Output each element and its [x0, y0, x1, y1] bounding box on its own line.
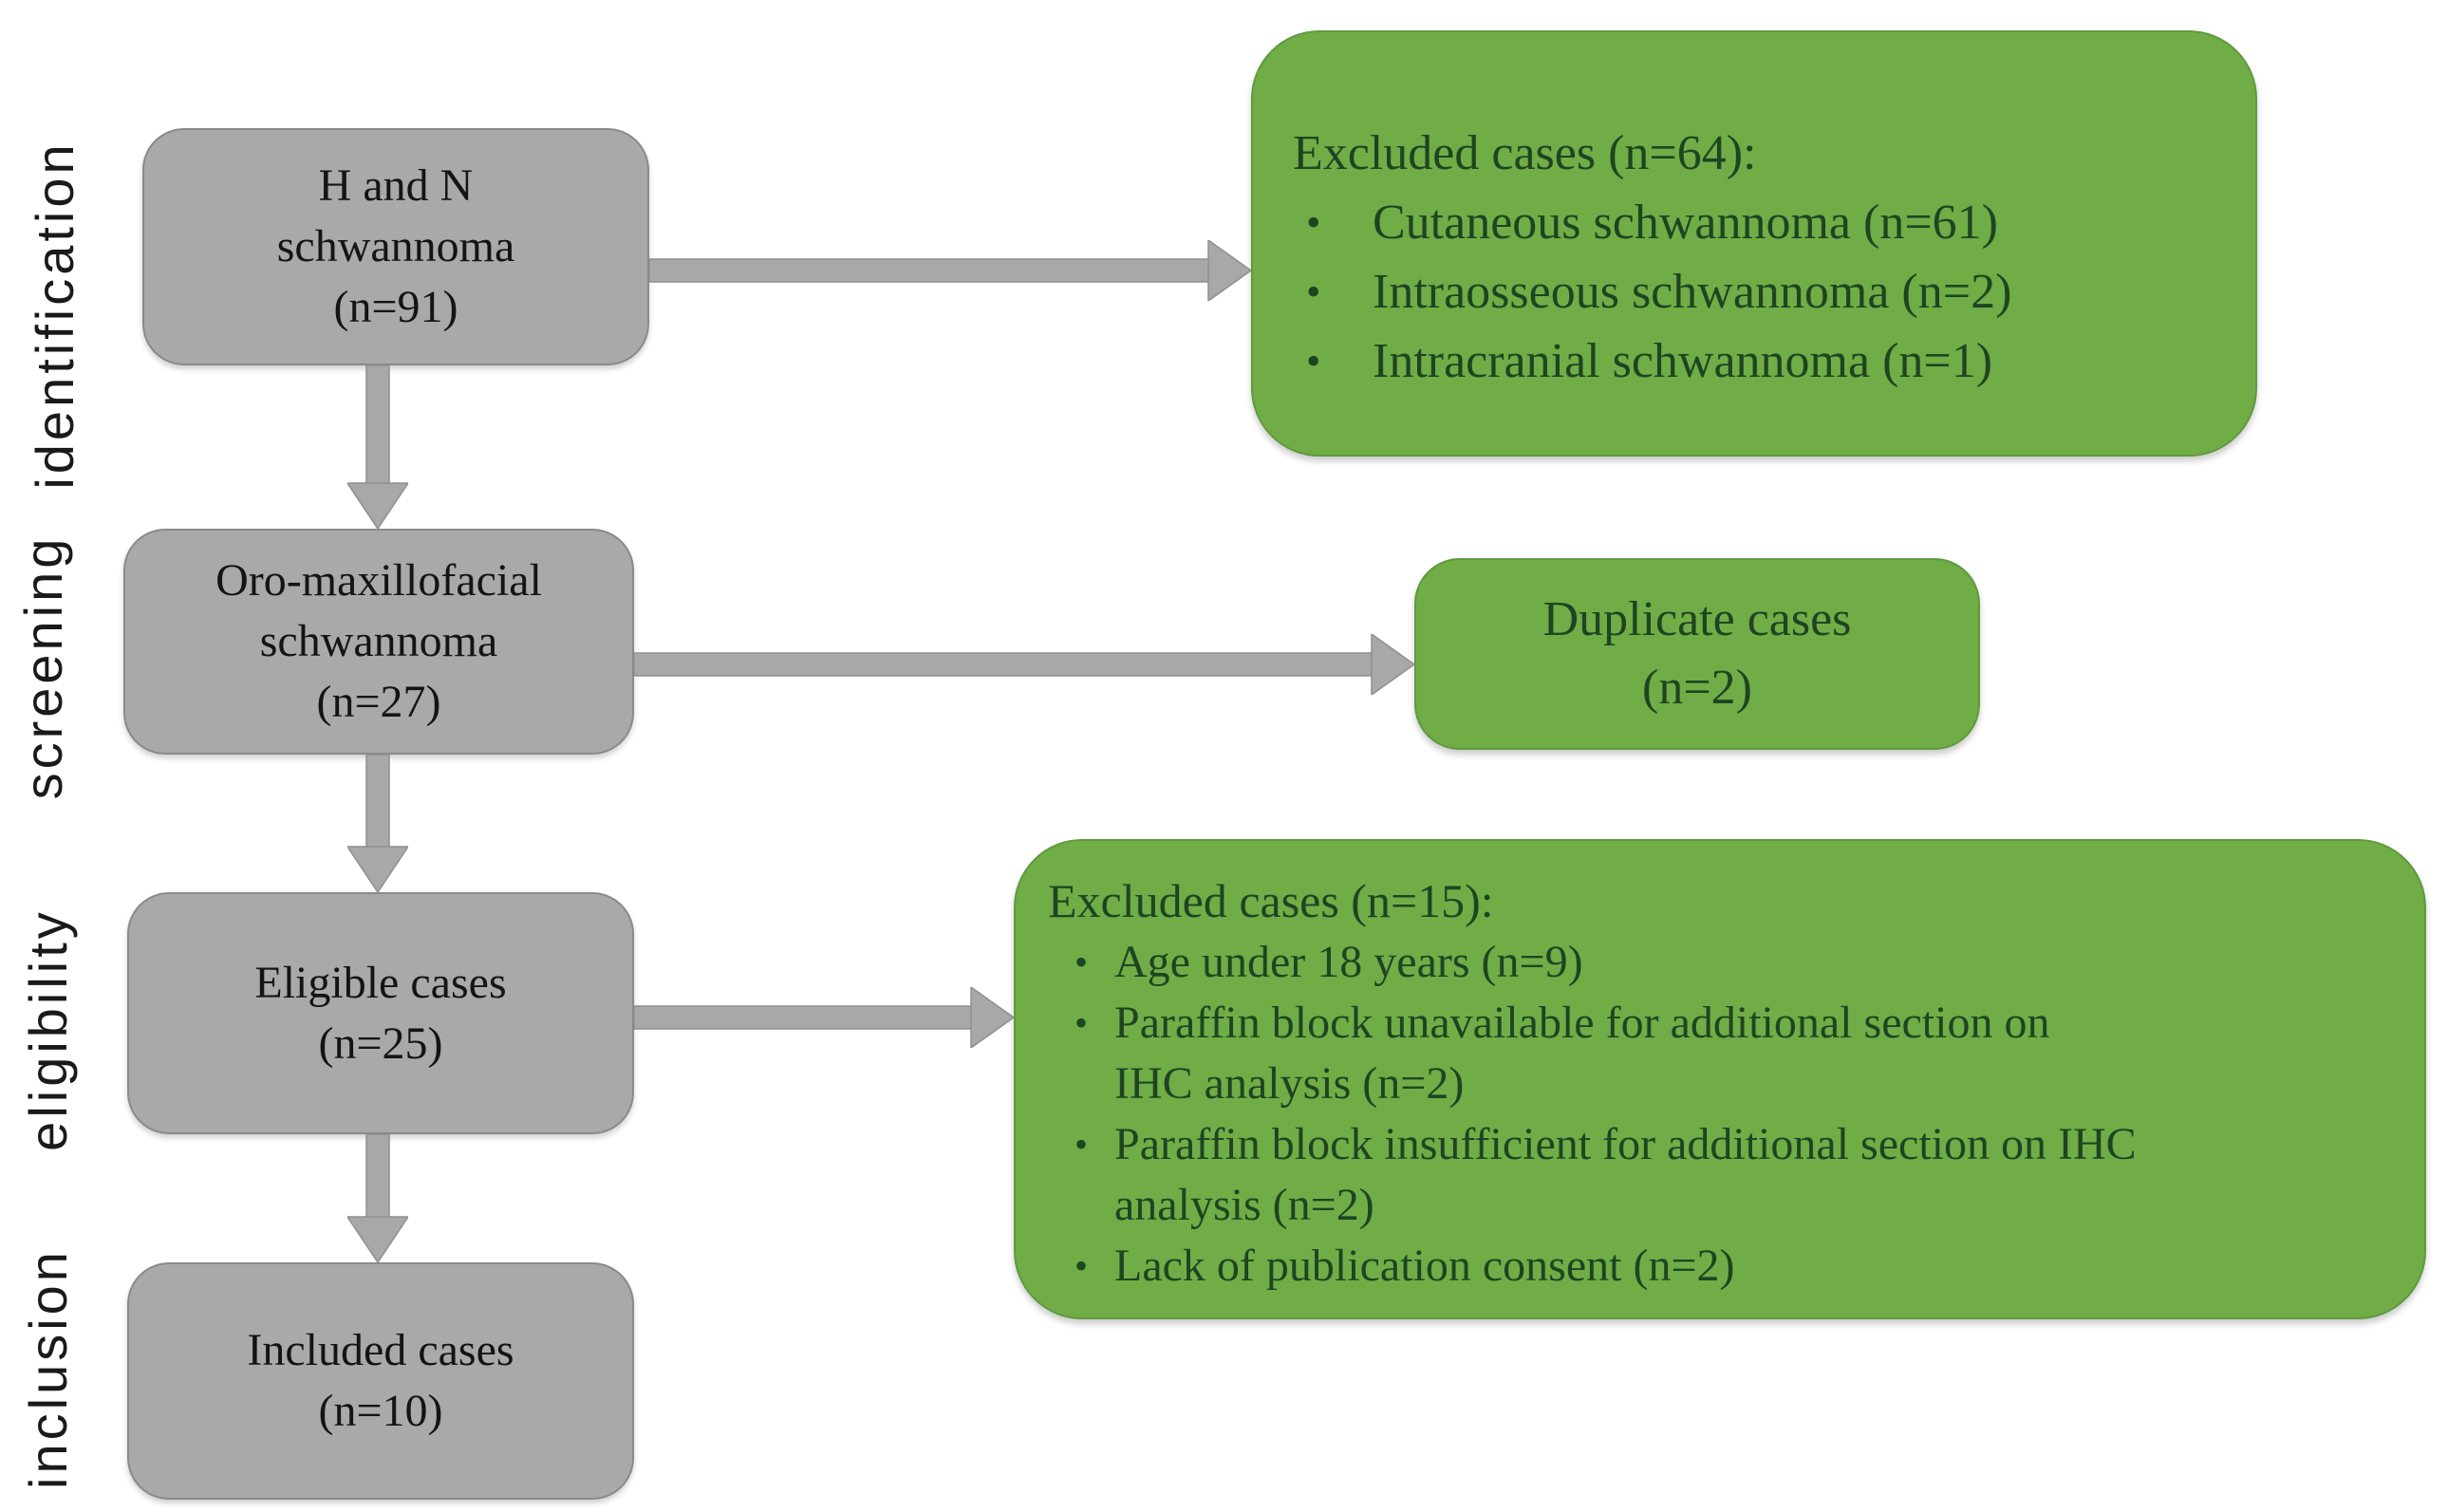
- box-excluded-cases-eligibility: Excluded cases (n=15): • Age under 18 ye…: [1014, 839, 2426, 1319]
- box-line: (n=91): [333, 282, 458, 332]
- bullet-text: Cutaneous schwannoma (n=61): [1373, 196, 1998, 250]
- box-line: (n=10): [318, 1386, 443, 1436]
- arrow-to-excluded-15: [634, 987, 1014, 1048]
- list-item: • Paraffin block unavailable for additio…: [1048, 993, 2390, 1114]
- list-item: • Intraosseous schwannoma (n=2): [1293, 257, 2217, 327]
- box-duplicate-cases: Duplicate cases (n=2): [1414, 558, 1980, 750]
- bullet-text: Paraffin block insufficient for addition…: [1114, 1119, 2137, 1169]
- box-line: Duplicate cases: [1542, 592, 1852, 646]
- box-excluded-cases-identification: Excluded cases (n=64): • Cutaneous schwa…: [1251, 30, 2257, 457]
- arrow-identification-to-screening: [347, 365, 408, 529]
- bullet-dot: •: [1306, 199, 1321, 246]
- box-line: Included cases: [247, 1325, 514, 1375]
- arrow-to-duplicate-cases: [634, 634, 1414, 695]
- bullet-text: Intracranial schwannoma (n=1): [1373, 334, 1993, 388]
- stage-label-inclusion: inclusion: [17, 1248, 78, 1489]
- box-line: (n=2): [1642, 661, 1752, 715]
- bullet-dot: •: [1306, 269, 1321, 315]
- list-item: • Age under 18 years (n=9): [1048, 932, 2390, 993]
- box-line: (n=27): [316, 677, 441, 727]
- box-line: schwannoma: [276, 221, 515, 271]
- bullet-dot: •: [1075, 1244, 1089, 1287]
- bullet-text: Lack of publication consent (n=2): [1114, 1241, 1735, 1291]
- excluded-64-title: Excluded cases (n=64):: [1293, 126, 1757, 180]
- list-item: • Intracranial schwannoma (n=1): [1293, 327, 2217, 396]
- arrow-to-excluded-64: [649, 240, 1251, 301]
- bullet-dot: •: [1075, 941, 1089, 983]
- box-eligible-cases: Eligible cases (n=25): [127, 892, 634, 1134]
- list-item: • Lack of publication consent (n=2): [1048, 1236, 2390, 1297]
- bullet-dot: •: [1075, 1123, 1089, 1166]
- bullet-text: Age under 18 years (n=9): [1114, 937, 1583, 987]
- arrow-eligibility-to-inclusion: [347, 1134, 408, 1262]
- bullet-text: Intraosseous schwannoma (n=2): [1373, 265, 2012, 319]
- box-line: H and N: [318, 160, 474, 211]
- box-line: (n=25): [318, 1017, 443, 1069]
- box-line: schwannoma: [259, 616, 498, 666]
- box-line: Oro-maxillofacial: [215, 555, 542, 606]
- bullet-text: analysis (n=2): [1114, 1180, 1374, 1230]
- excluded-15-title: Excluded cases (n=15):: [1048, 874, 1494, 927]
- box-oro-maxillofacial-schwannoma: Oro-maxillofacial schwannoma (n=27): [123, 529, 634, 755]
- bullet-dot: •: [1306, 338, 1321, 384]
- box-included-cases: Included cases (n=10): [127, 1262, 634, 1500]
- box-h-and-n-schwannoma: H and N schwannoma (n=91): [142, 128, 649, 365]
- arrow-screening-to-eligibility: [347, 755, 408, 892]
- bullet-text: IHC analysis (n=2): [1114, 1058, 1465, 1109]
- box-line: Eligible cases: [254, 957, 507, 1008]
- list-item: • Cutaneous schwannoma (n=61): [1293, 188, 2217, 257]
- list-item: • Paraffin block insufficient for additi…: [1048, 1114, 2390, 1236]
- bullet-text: Paraffin block unavailable for additiona…: [1114, 998, 2050, 1048]
- bullet-dot: •: [1075, 1001, 1089, 1044]
